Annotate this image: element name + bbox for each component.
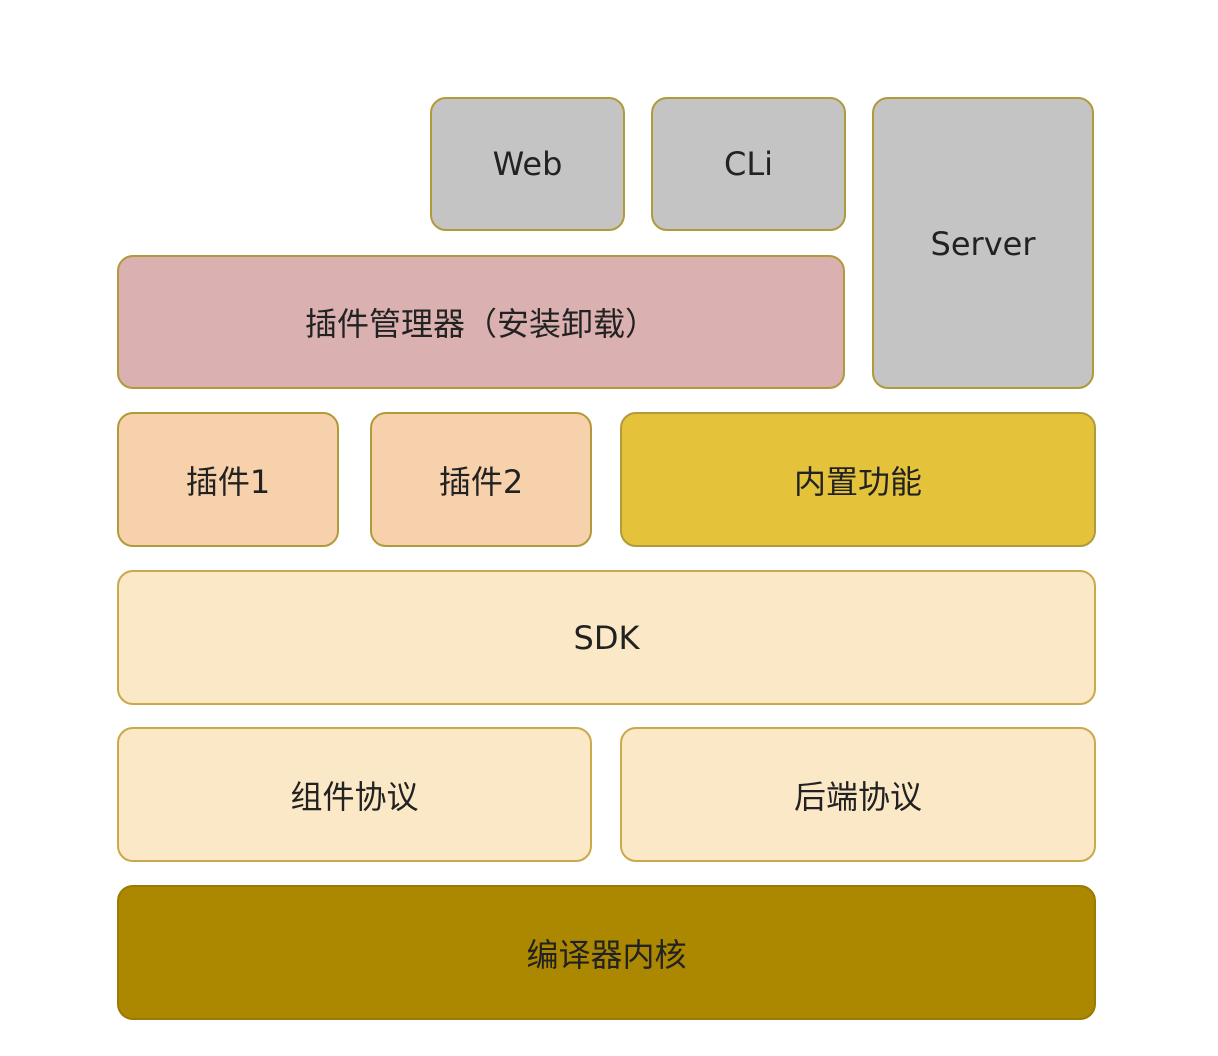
- sdk-box: SDK: [117, 570, 1096, 705]
- cli-label: CLi: [723, 145, 774, 183]
- component-protocol-label: 组件协议: [290, 777, 419, 816]
- component-protocol-box: 组件协议: [117, 727, 592, 862]
- plugin-1-label: 插件1: [185, 462, 271, 501]
- builtin-features-label: 内置功能: [793, 462, 922, 501]
- cli-box: CLi: [651, 97, 846, 231]
- plugin-2-label: 插件2: [438, 462, 524, 501]
- plugin-1-box: 插件1: [117, 412, 339, 547]
- plugin-2-box: 插件2: [370, 412, 592, 547]
- web-box: Web: [430, 97, 625, 231]
- backend-protocol-label: 后端协议: [793, 777, 922, 816]
- compiler-kernel-label: 编译器内核: [526, 935, 687, 974]
- sdk-label: SDK: [573, 618, 640, 657]
- backend-protocol-box: 后端协议: [620, 727, 1096, 862]
- server-box: Server: [872, 97, 1094, 389]
- plugin-manager-label: 插件管理器（安装卸载）: [304, 305, 657, 343]
- web-label: Web: [492, 145, 563, 183]
- builtin-features-box: 内置功能: [620, 412, 1096, 547]
- plugin-manager-box: 插件管理器（安装卸载）: [117, 255, 845, 389]
- compiler-kernel-box: 编译器内核: [117, 885, 1096, 1020]
- server-label: Server: [930, 225, 1036, 263]
